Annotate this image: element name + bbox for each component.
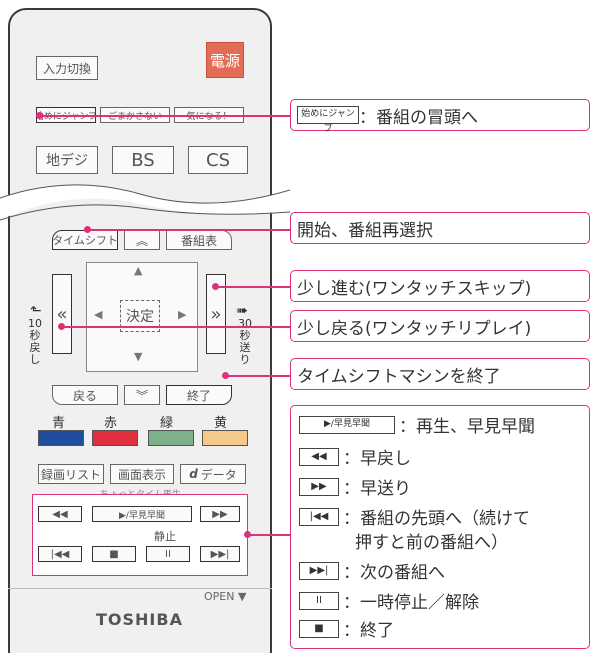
dpad-down-arrow-icon[interactable]: ▼ bbox=[134, 350, 143, 363]
legend-play-text: ：再生、早見早聞 bbox=[399, 417, 535, 437]
data-d-icon: d bbox=[189, 467, 198, 481]
bs-button[interactable]: BS bbox=[112, 146, 174, 174]
legend-fast-forward-text: ：早送り bbox=[343, 479, 411, 499]
legend-skip-start-text: ：番組の先頭へ（続けて bbox=[343, 509, 530, 529]
play-icon: ▶/早見早聞 bbox=[299, 416, 395, 434]
skip-to-next-icon: ▶▶| bbox=[299, 562, 339, 580]
callout-dot-jump bbox=[36, 112, 43, 119]
legend-pause-text: ：一時停止／解除 bbox=[343, 593, 479, 613]
legend-play: ▶/早見早聞 ：再生、早見早聞 bbox=[299, 416, 535, 438]
stop-button[interactable]: ■ bbox=[92, 546, 136, 562]
callout-dot-legend bbox=[244, 531, 251, 538]
callout-timeshift: 開始、番組再選択 bbox=[290, 212, 590, 244]
power-button[interactable]: 電源 bbox=[206, 42, 244, 78]
open-label: OPEN ▼ bbox=[204, 590, 247, 603]
break-wave bbox=[0, 184, 290, 221]
callout-line-end bbox=[226, 375, 290, 377]
play-button[interactable]: ▶/早見早聞 bbox=[92, 506, 192, 522]
callout-line-jump bbox=[40, 115, 290, 117]
pause-icon: II bbox=[299, 592, 339, 610]
down-button[interactable]: ︾ bbox=[124, 385, 160, 405]
rec-list-button[interactable]: 録画リスト bbox=[38, 464, 104, 484]
data-button-label: データ bbox=[200, 467, 237, 482]
fast-forward-icon: ▶▶ bbox=[299, 478, 339, 496]
callout-replay: 少し戻る(ワンタッチリプレイ) bbox=[290, 310, 590, 342]
callout-line-replay bbox=[62, 326, 290, 328]
green-label: 緑 bbox=[160, 416, 174, 431]
legend-skip-start: |◀◀ ：番組の先頭へ（続けて bbox=[299, 508, 530, 530]
callout-dot-skip bbox=[212, 283, 219, 290]
playback-legend: ▶/早見早聞 ：再生、早見早聞 ◀◀ ：早戻し ▶▶ ：早送り |◀◀ ：番組の… bbox=[290, 405, 590, 649]
skip-to-start-button[interactable]: |◀◀ bbox=[38, 546, 82, 562]
back-arrow-icon: ⬑ bbox=[30, 303, 42, 319]
display-button[interactable]: 画面表示 bbox=[110, 464, 174, 484]
divider bbox=[8, 588, 272, 589]
pause-title: 静止 bbox=[154, 530, 176, 543]
callout-end: タイムシフトマシンを終了 bbox=[290, 358, 590, 390]
chideji-button[interactable]: 地デジ bbox=[36, 146, 98, 174]
stop-icon: ■ bbox=[299, 620, 339, 638]
jump-start-icon: 始めにジャンプ bbox=[297, 106, 359, 134]
skip-to-next-button[interactable]: ▶▶| bbox=[200, 546, 240, 562]
end-button[interactable]: 終了 bbox=[166, 385, 232, 405]
back-10s-label: 10秒戻し bbox=[28, 317, 42, 366]
dpad-right-arrow-icon[interactable]: ▶ bbox=[178, 308, 187, 321]
blue-button[interactable] bbox=[38, 430, 84, 446]
callout-line-legend bbox=[248, 534, 290, 536]
callout-dot-end bbox=[222, 372, 229, 379]
yellow-label: 黄 bbox=[214, 416, 228, 431]
up-button[interactable]: ︽ bbox=[124, 230, 160, 250]
legend-skip-next-text: ：次の番組へ bbox=[343, 563, 445, 583]
pause-button[interactable]: II bbox=[146, 546, 190, 562]
blue-label: 青 bbox=[52, 416, 66, 431]
legend-rewind-text: ：早戻し bbox=[343, 449, 411, 469]
timeshift-button[interactable]: タイムシフト bbox=[52, 230, 118, 250]
callout-line-timeshift bbox=[88, 229, 290, 231]
legend-stop-text: ：終了 bbox=[343, 621, 394, 641]
skip-button[interactable]: » bbox=[206, 274, 226, 354]
legend-pause: II ：一時停止／解除 bbox=[299, 592, 479, 614]
callout-jump-text: ：番組の冒頭へ bbox=[359, 107, 478, 128]
back-button[interactable]: 戻る bbox=[52, 385, 118, 405]
guide-button[interactable]: 番組表 bbox=[166, 230, 232, 250]
cs-button[interactable]: CS bbox=[188, 146, 248, 174]
callout-jump: 始めにジャンプ ：番組の冒頭へ bbox=[290, 99, 590, 134]
skip-to-start-icon: |◀◀ bbox=[299, 508, 339, 526]
callout-dot-replay bbox=[58, 323, 65, 330]
callout-dot-timeshift bbox=[84, 226, 91, 233]
input-switch-button[interactable]: 入力切換 bbox=[36, 56, 98, 80]
yellow-button[interactable] bbox=[202, 430, 248, 446]
rewind-button[interactable]: ◀◀ bbox=[38, 506, 82, 522]
dpad-up-arrow-icon[interactable]: ▲ bbox=[134, 264, 143, 277]
legend-skip-next: ▶▶| ：次の番組へ bbox=[299, 562, 445, 584]
callout-line-skip bbox=[216, 286, 290, 288]
legend-rewind: ◀◀ ：早戻し bbox=[299, 448, 411, 470]
brand-logo: TOSHIBA bbox=[96, 610, 183, 629]
red-label: 赤 bbox=[104, 416, 118, 431]
fast-forward-button[interactable]: ▶▶ bbox=[200, 506, 240, 522]
legend-skip-start-text-2: 押すと前の番組へ） bbox=[355, 533, 508, 553]
forward-arrow-icon: ➠ bbox=[236, 303, 248, 319]
red-button[interactable] bbox=[92, 430, 138, 446]
replay-button[interactable]: « bbox=[52, 274, 72, 354]
rewind-icon: ◀◀ bbox=[299, 448, 339, 466]
legend-fast-forward: ▶▶ ：早送り bbox=[299, 478, 411, 500]
legend-stop: ■ ：終了 bbox=[299, 620, 394, 642]
green-button[interactable] bbox=[148, 430, 194, 446]
enter-button[interactable]: 決定 bbox=[120, 300, 160, 332]
dpad-left-arrow-icon[interactable]: ◀ bbox=[94, 308, 103, 321]
callout-skip: 少し進む(ワンタッチスキップ) bbox=[290, 270, 590, 302]
